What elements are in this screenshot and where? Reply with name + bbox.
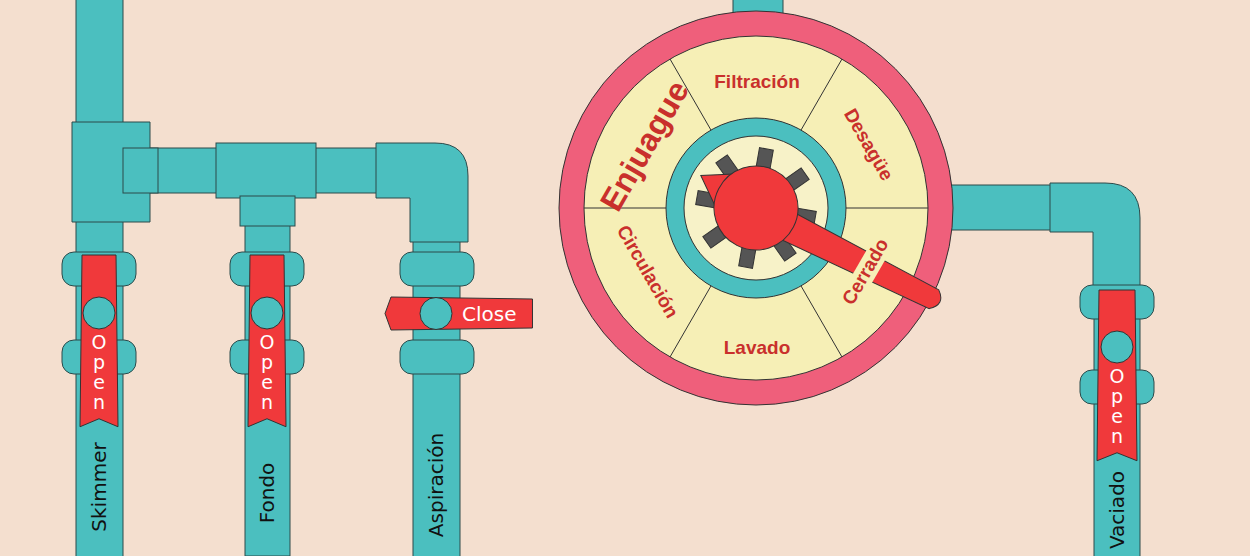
valve-handle: Open bbox=[1097, 290, 1137, 461]
valve-stem bbox=[83, 297, 115, 329]
tee-socket bbox=[240, 196, 295, 226]
valve-handle bbox=[680, 142, 959, 340]
sector-line bbox=[801, 59, 842, 130]
dial-position: Filtración bbox=[714, 72, 800, 93]
valve-union bbox=[400, 252, 474, 286]
fondo-pipe bbox=[245, 195, 290, 556]
pipe-name: Vaciado bbox=[1106, 471, 1128, 549]
handle-lever bbox=[80, 255, 118, 427]
valve-handle: Close bbox=[385, 297, 532, 330]
pipe-name: Skimmer bbox=[88, 442, 110, 531]
vaciado-pipe bbox=[1094, 290, 1140, 556]
handle-lever bbox=[248, 255, 286, 427]
dial-position: Lavado bbox=[724, 338, 791, 359]
valve-state: Open bbox=[90, 333, 109, 413]
dial-position: Cerrado bbox=[837, 233, 895, 312]
multiport-valve bbox=[559, 11, 959, 405]
tee-fitting bbox=[216, 143, 316, 198]
handle-lever bbox=[1097, 290, 1137, 461]
handle-hub bbox=[700, 152, 813, 265]
pipe-name: Aspiración bbox=[425, 433, 447, 537]
dial-position: Desagüe bbox=[839, 105, 897, 184]
hub-teeth bbox=[696, 148, 817, 269]
handle-lever bbox=[385, 297, 532, 330]
pipe-joint bbox=[123, 148, 158, 193]
sector-line bbox=[846, 208, 928, 209]
valve-hub-plate bbox=[684, 136, 828, 280]
pipes bbox=[62, 0, 1154, 556]
aspiracion-pipe bbox=[413, 240, 460, 556]
dial-position: Circulación bbox=[612, 222, 682, 322]
valve-handle: Open bbox=[80, 255, 118, 427]
sector-line bbox=[670, 286, 711, 357]
sector-lines bbox=[584, 59, 928, 357]
valve-stem bbox=[420, 298, 452, 330]
dial-position: Enjuague bbox=[594, 75, 696, 217]
sector-line bbox=[801, 286, 842, 357]
valve-handle: Open bbox=[248, 255, 286, 427]
elbow-fitting bbox=[1050, 183, 1140, 292]
valve-stem bbox=[1101, 331, 1133, 363]
valve-stem bbox=[251, 297, 283, 329]
valve-dial bbox=[584, 36, 928, 380]
waste-pipe bbox=[940, 185, 1055, 230]
skimmer-pipe bbox=[76, 0, 123, 556]
valve-state: Open bbox=[1108, 367, 1127, 447]
elbow-fitting bbox=[376, 143, 468, 242]
valve-state: Close bbox=[462, 303, 516, 325]
valve-rim bbox=[559, 11, 953, 405]
valve-collar bbox=[666, 118, 846, 298]
pipe-name: Fondo bbox=[256, 463, 278, 524]
valve-state: Open bbox=[258, 333, 277, 413]
valve-union bbox=[400, 340, 474, 374]
